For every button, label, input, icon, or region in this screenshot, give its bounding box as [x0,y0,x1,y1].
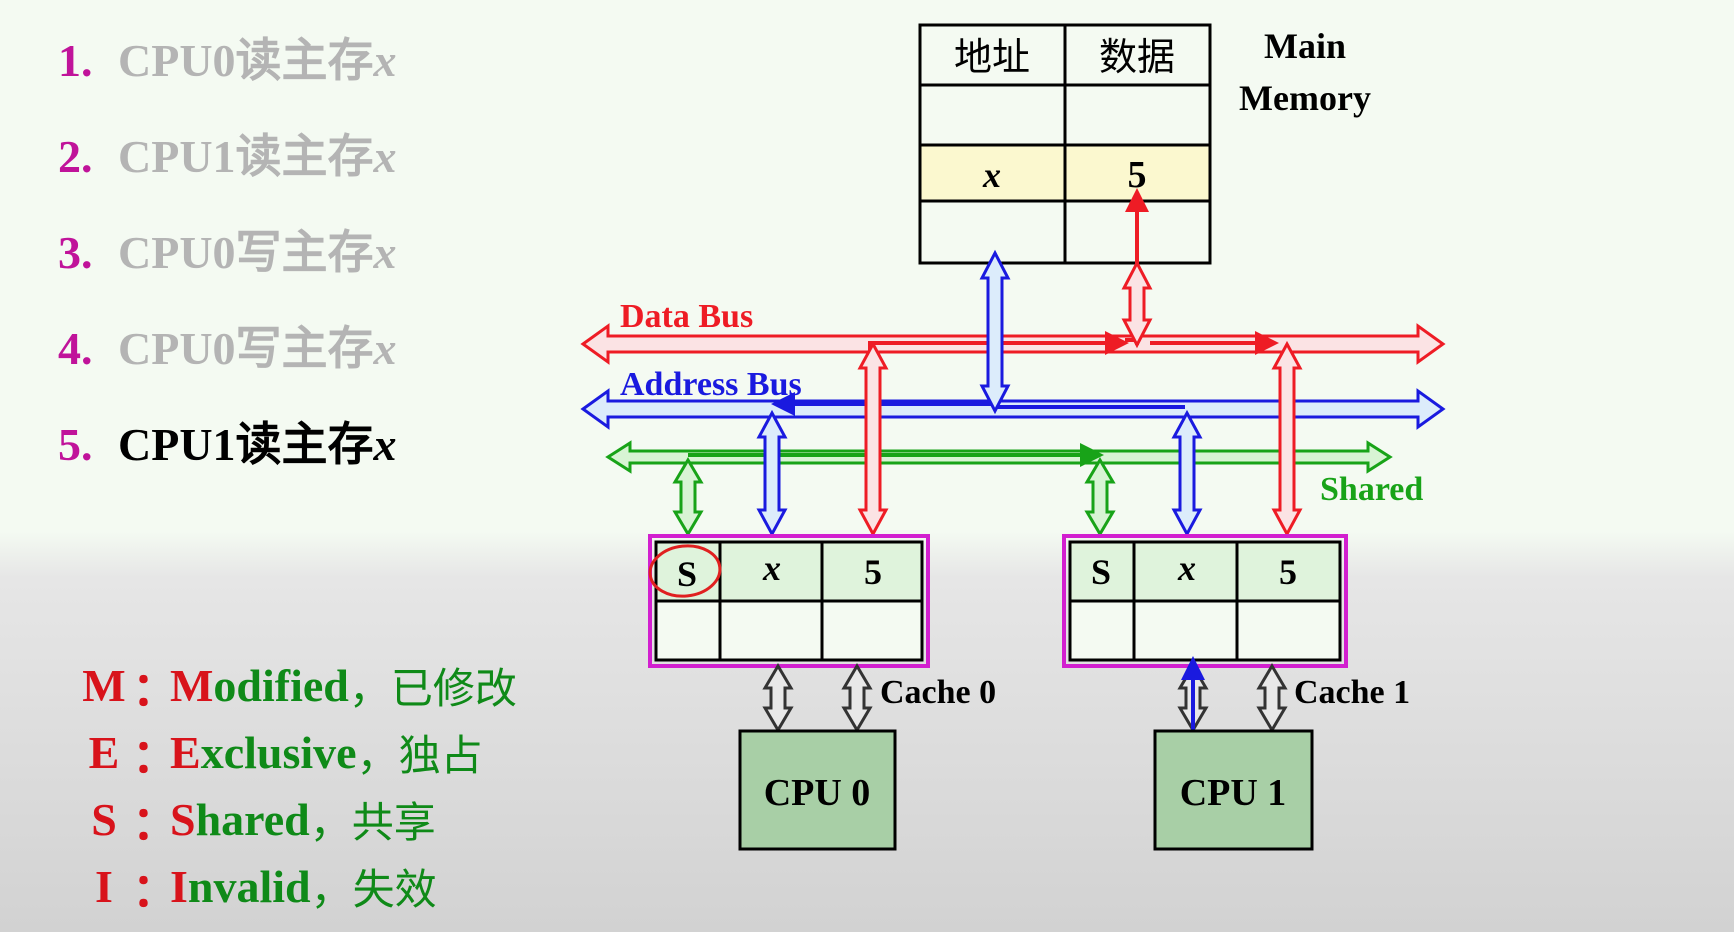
cache1-state: S [1091,552,1111,592]
cache1-address-connector [1171,409,1203,538]
step-item: 2. CPU1读主存x [58,134,397,230]
step-text: CPU0写主存x [118,323,397,374]
cache1-value: 5 [1279,552,1297,592]
shared-bus-label: Shared [1320,471,1423,508]
cache1-data-connector [1271,340,1303,538]
memory-data-connector [1121,259,1153,349]
memory-address-connector [979,249,1011,415]
step-text: CPU1读主存x [118,419,397,470]
step-text: CPU0写主存x [118,227,397,278]
state-highlight-circle [648,544,722,598]
main-memory-label-line1: Main [1264,26,1346,66]
main-memory-label-line2: Memory [1239,78,1371,118]
cache0-label: Cache 0 [880,674,996,711]
cache0-data-connector [857,340,889,538]
address-bus-label: Address Bus [620,366,802,403]
cache0-shared-connector [672,457,704,537]
cpu1: CPU 1 [1153,729,1314,851]
data-bus-label: Data Bus [620,298,753,335]
step-item: 1. CPU0读主存x [58,38,397,134]
cache0: S x 5 [648,534,930,668]
cpu1-label: CPU 1 [1180,772,1287,814]
cpu0-cache-connectors [762,663,873,733]
cache0-address-connector [756,409,788,538]
step-text: CPU0读主存x [118,35,397,86]
memory-col-addr: 地址 [954,35,1030,79]
cpu0-label: CPU 0 [764,772,871,814]
cache0-value: 5 [864,552,882,592]
memory-addr-x: x [982,155,1001,195]
step-number: 1. [58,35,93,86]
step-item: 4. CPU0写主存x [58,326,397,422]
step-number: 4. [58,323,93,374]
cache1-label: Cache 1 [1294,674,1410,711]
step-item: 3. CPU0写主存x [58,230,397,326]
step-item-current: 5. CPU1读主存x [58,422,397,518]
step-list: 1. CPU0读主存x 2. CPU1读主存x 3. CPU0写主存x 4. CPU0写… [58,38,397,518]
step-number: 3. [58,227,93,278]
cpu1-cache-connectors [1177,663,1288,733]
step-number: 5. [58,419,93,470]
memory-col-data: 数据 [1099,35,1175,79]
step-number: 2. [58,131,93,182]
cache0-addr: x [762,548,781,588]
main-memory-table: 地址 数据 x 5 [918,23,1212,265]
cache1: S x 5 [1062,534,1348,668]
memory-value: 5 [1128,154,1147,196]
cache1-addr: x [1177,548,1196,588]
cache1-shared-connector [1084,457,1116,537]
step-text: CPU1读主存x [118,131,397,182]
cache0-state: S [677,554,697,594]
cpu0: CPU 0 [738,729,897,851]
